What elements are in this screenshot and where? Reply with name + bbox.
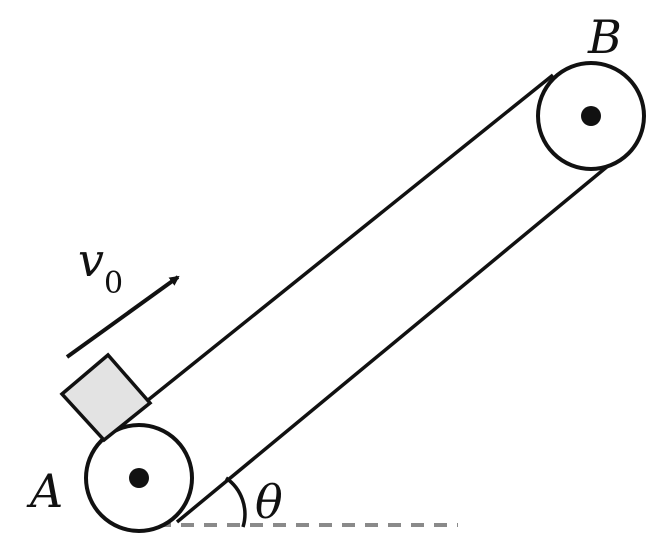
pulley-a-axle xyxy=(129,468,149,488)
block xyxy=(59,352,153,443)
velocity-arrow xyxy=(65,275,180,359)
label-velocity-symbol: v xyxy=(78,233,104,287)
pulley-b xyxy=(536,61,646,171)
pulley-a xyxy=(84,423,194,533)
label-theta: θ xyxy=(255,475,283,529)
label-velocity-subscript: 0 xyxy=(104,266,123,301)
pulley-b-axle xyxy=(581,106,601,126)
label-velocity: v 0 xyxy=(78,233,123,301)
label-b: B xyxy=(587,10,622,64)
angle-arc xyxy=(224,476,247,528)
label-a: A xyxy=(26,464,63,518)
belt-upper-edge xyxy=(100,73,555,439)
belt-lower-edge xyxy=(175,154,622,524)
